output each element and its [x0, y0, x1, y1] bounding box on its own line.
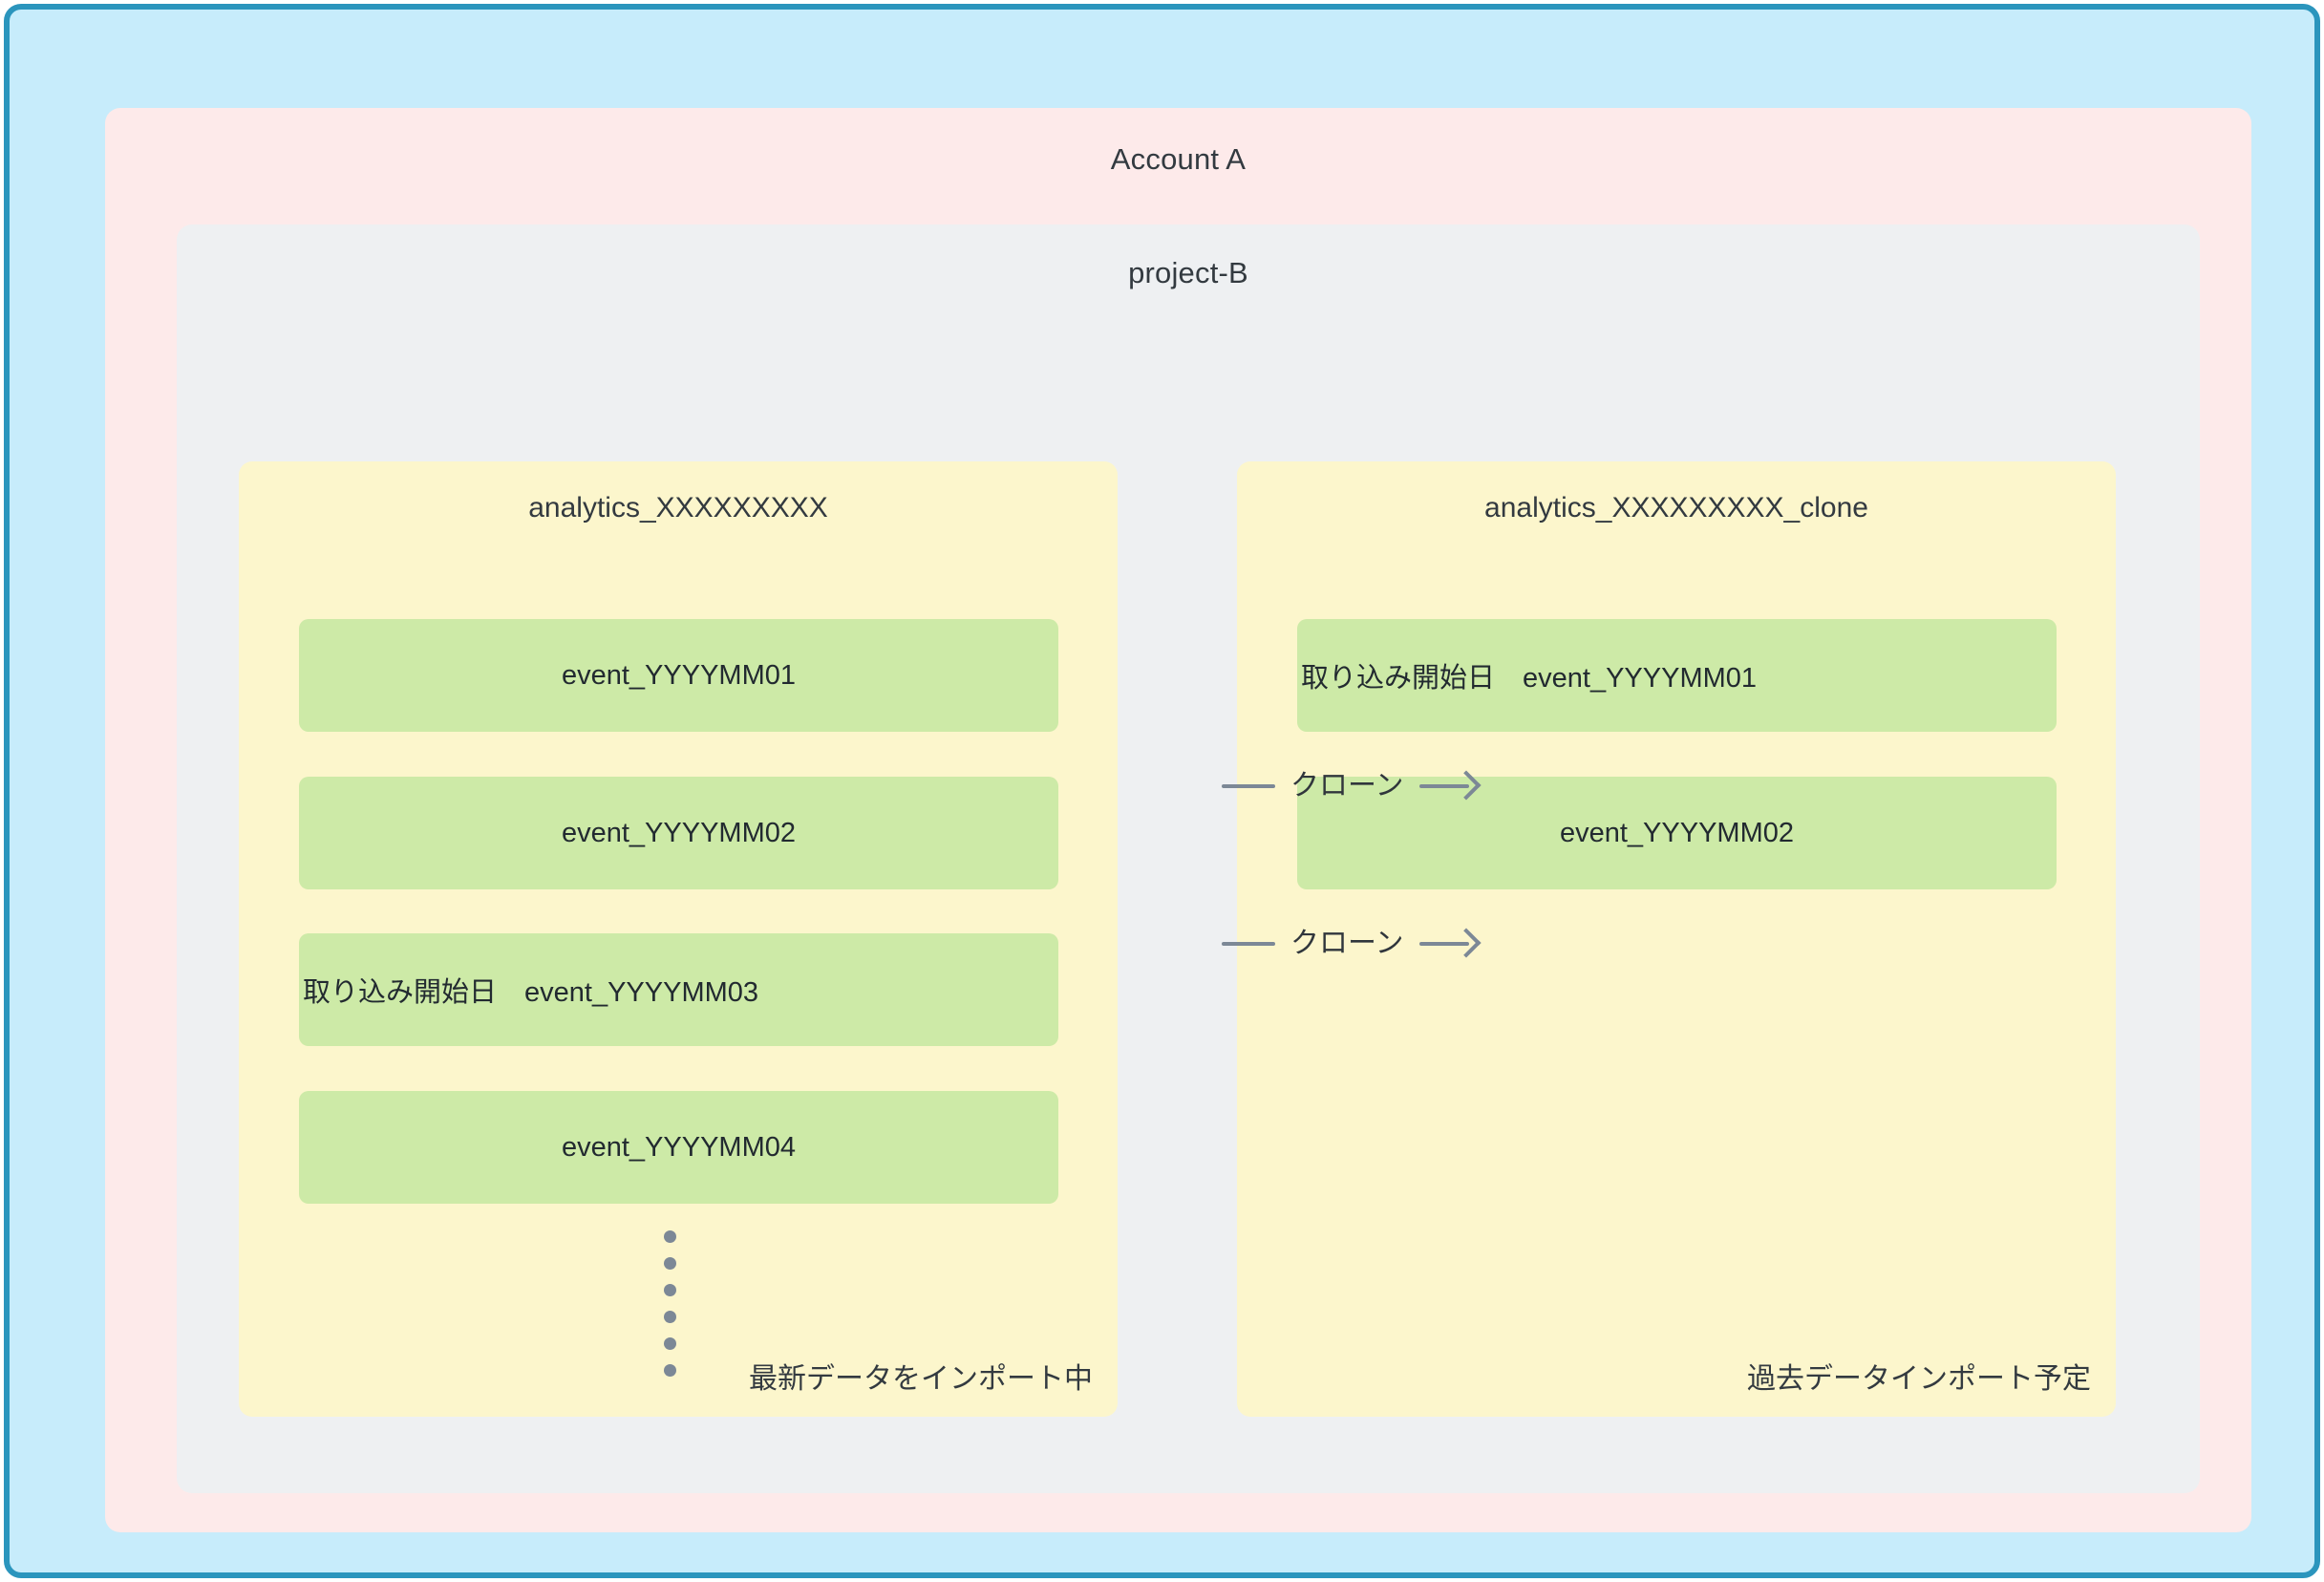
connector-line-icon — [1222, 784, 1275, 788]
vertical-ellipsis-icon — [664, 1230, 676, 1377]
dataset-source-status: 最新データをインポート中 — [749, 1363, 1093, 1395]
dataset-source-title: analytics_XXXXXXXXX — [528, 492, 828, 524]
connector-line-icon — [1222, 942, 1275, 946]
connector-label: クローン — [1290, 928, 1404, 959]
dataset-clone: analytics_XXXXXXXXX_clone 取り込み開始日 event_… — [1237, 461, 2116, 1417]
table-row[interactable]: 取り込み開始日 event_YYYYMM03 — [299, 933, 1058, 1046]
table-row[interactable]: event_YYYYMM02 — [299, 777, 1058, 889]
table-row[interactable]: 取り込み開始日 event_YYYYMM01 — [1297, 619, 2057, 732]
table-row[interactable]: event_YYYYMM01 — [299, 619, 1058, 732]
arrow-right-icon — [1418, 772, 1479, 801]
connector-clone-row-1: クローン — [1222, 767, 1479, 805]
account-title: Account A — [1110, 142, 1247, 176]
dataset-clone-status: 過去データインポート予定 — [1747, 1363, 2091, 1395]
dataset-clone-title: analytics_XXXXXXXXX_clone — [1484, 492, 1868, 524]
dataset-source: analytics_XXXXXXXXX event_YYYYMM01 event… — [239, 461, 1118, 1417]
project-title: project-B — [1128, 256, 1248, 289]
connector-clone-row-2: クローン — [1222, 925, 1479, 963]
project-panel: project-B analytics_XXXXXXXXX event_YYYY… — [177, 224, 2200, 1493]
outer-frame: Account A project-B analytics_XXXXXXXXX … — [4, 4, 2320, 1578]
table-row[interactable]: event_YYYYMM04 — [299, 1091, 1058, 1204]
arrow-right-icon — [1418, 930, 1479, 958]
account-panel: Account A project-B analytics_XXXXXXXXX … — [105, 108, 2251, 1532]
connector-label: クローン — [1290, 770, 1404, 802]
